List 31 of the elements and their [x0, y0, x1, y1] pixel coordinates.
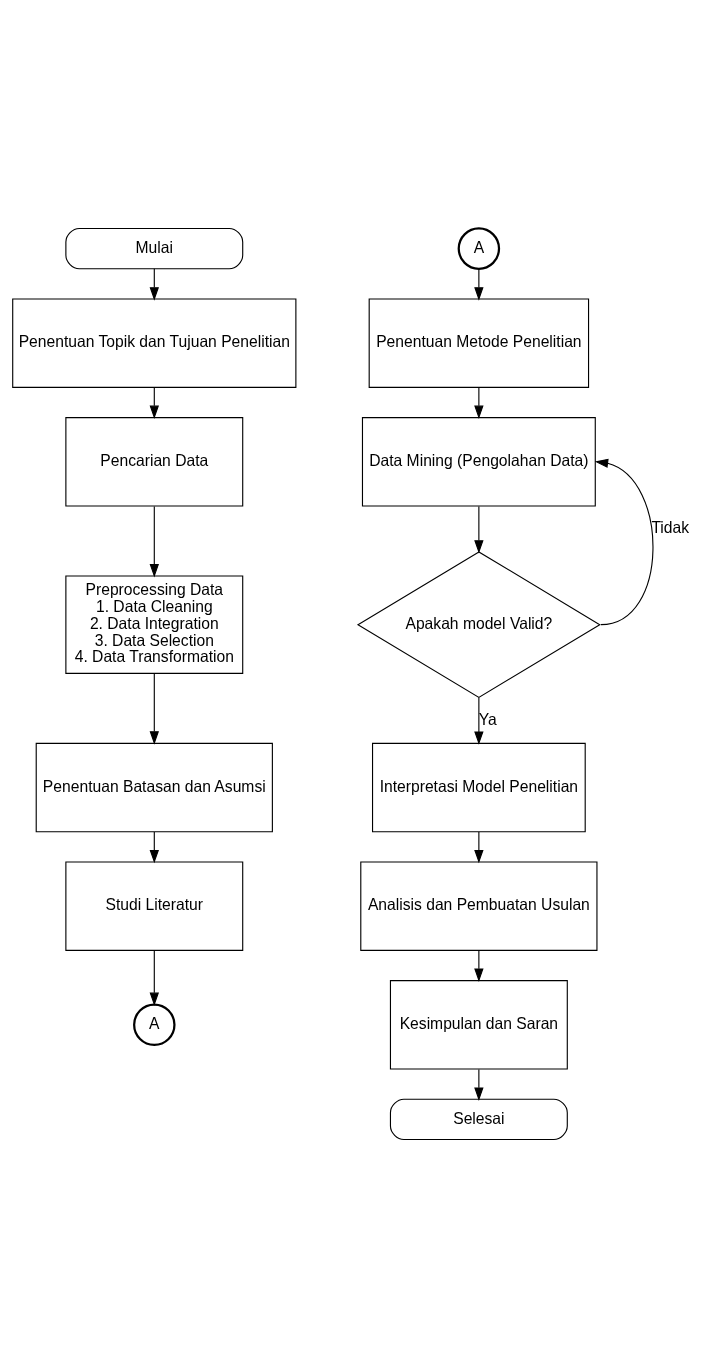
arrow	[474, 949, 484, 982]
arrow	[594, 458, 654, 625]
edge-label: Tidak	[651, 518, 690, 536]
arrow	[149, 267, 159, 301]
node-box: Penentuan Topik dan Tujuan Penelitian	[12, 297, 297, 388]
node-box: Interpretasi Model Penelitian	[372, 742, 586, 832]
node-box: Pencarian Data	[65, 416, 244, 507]
arrow	[474, 830, 484, 863]
node-box: Preprocessing Data 1. Data Cleaning 2. Data Integration 3. Data Selection 4. Data Transformation	[65, 574, 244, 674]
arrow	[149, 386, 159, 419]
node-box: Selesai	[389, 1098, 568, 1140]
arrow	[149, 830, 159, 863]
node-box: Data Mining (Pengolahan Data)	[361, 416, 596, 507]
arrow	[474, 386, 484, 419]
arrow	[149, 672, 159, 745]
node-diamond: Apakah model Valid?	[356, 550, 601, 698]
node-circle: A	[457, 226, 501, 270]
edge-label: Ya	[478, 710, 497, 728]
node-box: Studi Literatur	[65, 860, 244, 951]
node-box: Analisis dan Pembuatan Usulan	[360, 860, 598, 951]
arrow	[474, 267, 484, 301]
node-box: Penentuan Batasan dan Asumsi	[35, 742, 273, 832]
node-box: Penentuan Metode Penelitian	[368, 297, 590, 388]
node-box: Kesimpulan dan Saran	[389, 979, 568, 1070]
arrow	[149, 505, 159, 578]
node-circle: A	[133, 1003, 176, 1046]
arrow	[474, 505, 484, 554]
node-box: Mulai	[65, 227, 244, 269]
arrow	[474, 1068, 484, 1101]
arrow	[474, 696, 484, 745]
arrow	[149, 949, 159, 1006]
